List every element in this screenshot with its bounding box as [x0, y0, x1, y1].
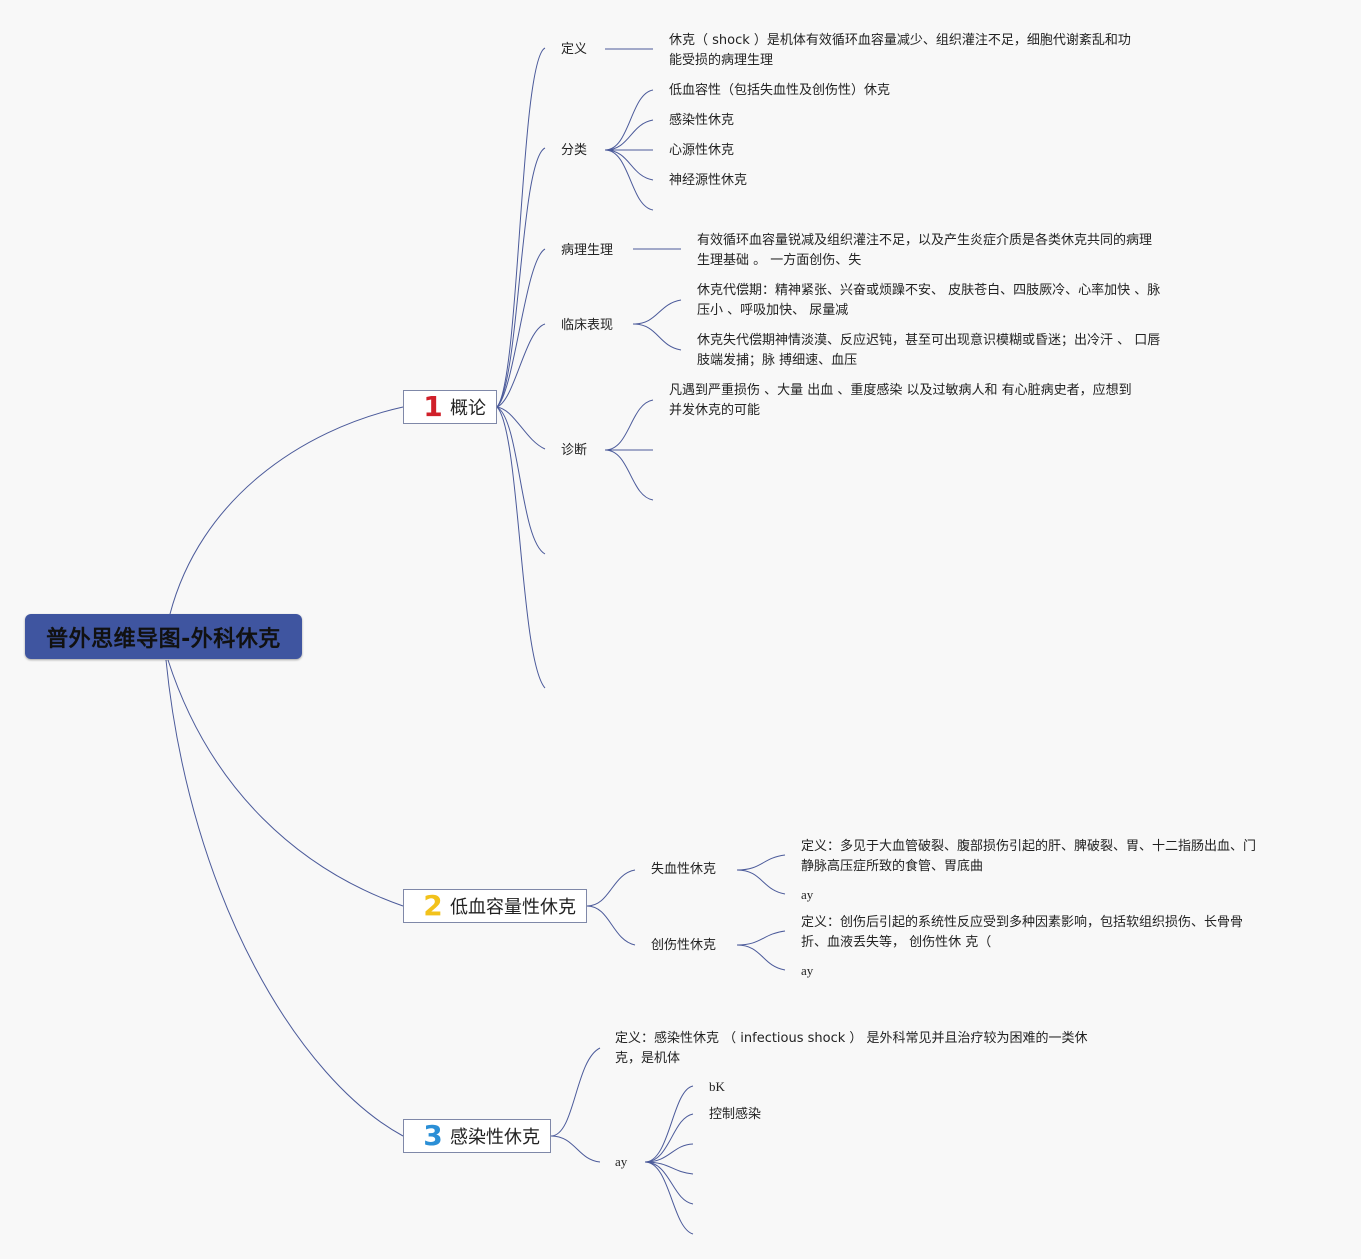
- branch-1-label: 概论: [450, 398, 486, 419]
- clinical-decompensated-line-2: 肢端发捕；脉 搏细速、血压: [697, 353, 858, 368]
- branch-3-number: 3: [423, 1119, 443, 1152]
- hemorrhagic-definition-line-2: 静脉高压症所致的食管、胃底曲: [801, 859, 984, 874]
- septic-ay[interactable]: ay: [615, 1154, 628, 1169]
- classification-item[interactable]: 心源性休克: [669, 143, 735, 158]
- topic-definition[interactable]: 定义: [561, 42, 588, 57]
- diagnosis-text-line-1: 凡遇到严重损伤 、大量 出血 、重度感染 以及过敏病人和 有心脏病史者，应想到: [669, 383, 1132, 398]
- classification-item[interactable]: 低血容性（包括失血性及创伤性）休克: [669, 83, 891, 98]
- septic-definition-line-2: 克，是机体: [615, 1051, 681, 1066]
- topic-traumatic-shock[interactable]: 创伤性休克: [651, 938, 717, 953]
- pathophysiology-text-line-1: 有效循环血容量锐减及组织灌注不足，以及产生炎症介质是各类休克共同的病理: [697, 233, 1153, 248]
- branch-2-label: 低血容量性休克: [450, 897, 576, 918]
- pathophysiology-text-line-2: 生理基础 。 一方面创伤、失: [697, 253, 862, 268]
- hemorrhagic-definition-line-1: 定义：多见于大血管破裂、腹部损伤引起的肝、脾破裂、胃、十二指肠出血、门: [801, 839, 1257, 854]
- clinical-decompensated-line-1: 休克失代偿期神情淡漠、反应迟钝，甚至可出现意识模糊或昏迷；出冷汗 、 口唇: [697, 333, 1161, 348]
- root-topic[interactable]: 普外思维导图-外科休克: [25, 614, 302, 659]
- traumatic-ay: ay: [801, 963, 814, 978]
- topic-hemorrhagic-shock[interactable]: 失血性休克: [651, 862, 717, 877]
- classification-item[interactable]: 神经源性休克: [669, 173, 748, 188]
- traumatic-definition-line-2: 折、血液丢失等， 创伤性休 克（: [801, 935, 992, 950]
- branch-2-topic[interactable]: 2 低血容量性休克: [403, 889, 587, 923]
- classification-item[interactable]: 感染性休克: [669, 113, 735, 128]
- topic-classification[interactable]: 分类: [561, 143, 588, 158]
- definition-text-line-1: 休克（ shock ）是机体有效循环血容量减少、组织灌注不足，细胞代谢紊乱和功: [669, 33, 1131, 48]
- branch-3-topic[interactable]: 3 感染性休克: [403, 1119, 551, 1153]
- branch-2-number: 2: [423, 889, 443, 922]
- septic-definition-line-1[interactable]: 定义：感染性休克 （ infectious shock ） 是外科常见并且治疗较…: [615, 1031, 1088, 1046]
- definition-text-line-2: 能受损的病理生理: [669, 53, 774, 68]
- clinical-compensated-line-2: 压小 、呼吸加快、 尿量减: [697, 303, 849, 318]
- clinical-compensated-line-1: 休克代偿期：精神紧张、兴奋或烦躁不安、 皮肤苍白、四肢厥冷、心率加快 、脉: [697, 283, 1161, 298]
- branch-3-label: 感染性休克: [450, 1127, 540, 1148]
- septic-ay-item[interactable]: 控制感染: [709, 1107, 762, 1122]
- root-title: 普外思维导图-外科休克: [46, 626, 281, 652]
- branch-1-number: 1: [423, 390, 443, 423]
- diagnosis-text-line-2: 并发休克的可能: [669, 403, 761, 418]
- topic-diagnosis[interactable]: 诊断: [561, 443, 588, 458]
- hemorrhagic-ay: ay: [801, 887, 814, 902]
- topic-clinical-manifestation[interactable]: 临床表现: [561, 318, 614, 333]
- septic-ay-item[interactable]: bK: [709, 1079, 725, 1094]
- branch-1-topic[interactable]: 1 概论: [403, 390, 497, 424]
- topic-pathophysiology[interactable]: 病理生理: [561, 243, 614, 258]
- traumatic-definition-line-1: 定义：创伤后引起的系统性反应受到多种因素影响，包括软组织损伤、长骨骨: [801, 915, 1244, 930]
